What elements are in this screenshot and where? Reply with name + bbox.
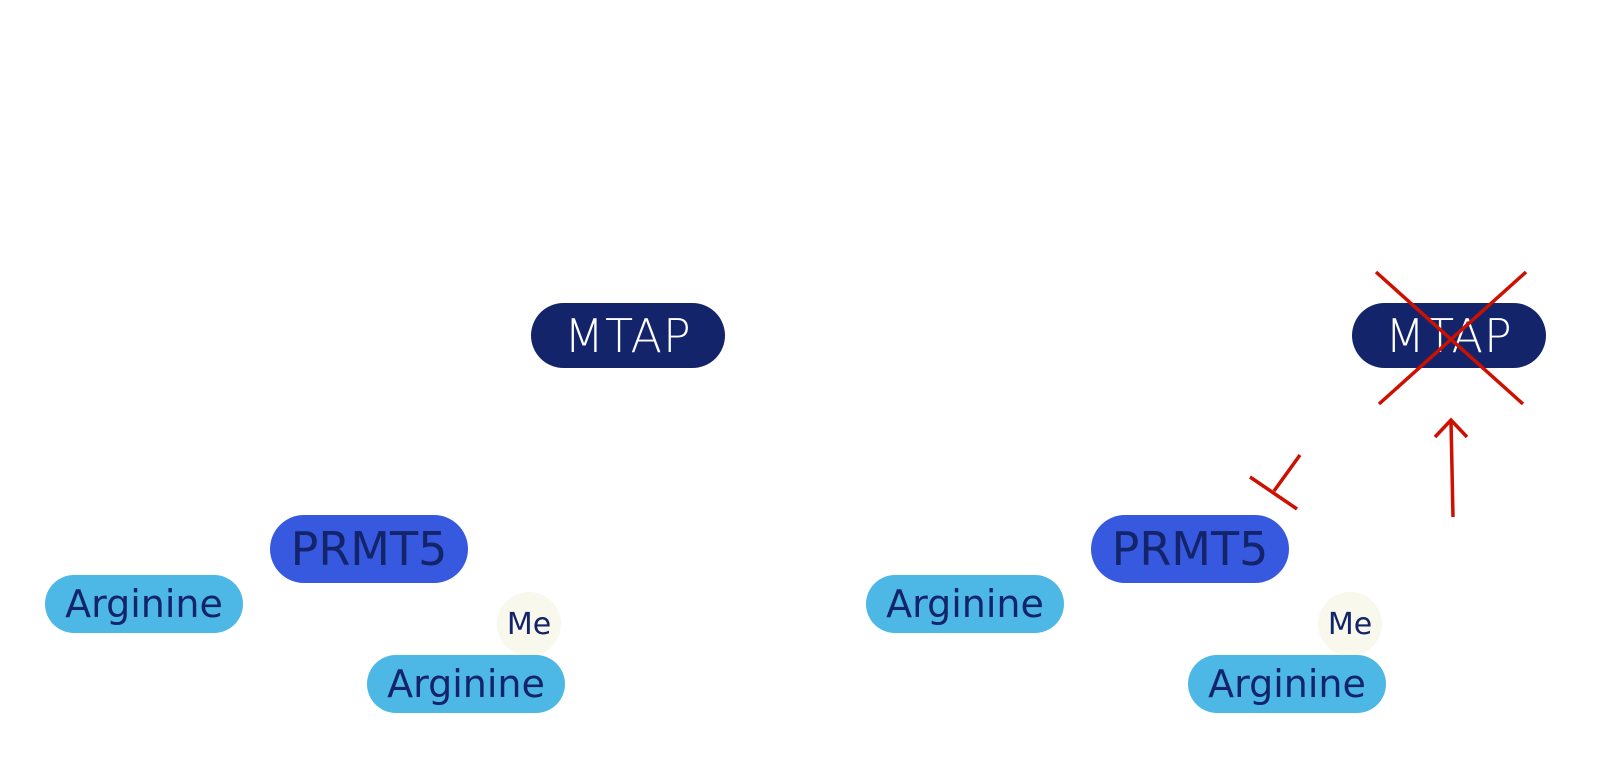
prmt5-label: PRMT5 bbox=[1111, 522, 1269, 576]
prmt5-node: PRMT5 bbox=[1091, 515, 1289, 583]
inhibition-bar bbox=[1249, 475, 1298, 511]
arginine-product-node: Arginine bbox=[1188, 655, 1386, 713]
mtap-label: MTAP bbox=[564, 308, 692, 363]
arginine-substrate-label: Arginine bbox=[886, 582, 1044, 626]
inhibition-bar-icon bbox=[1249, 453, 1302, 511]
methyl-label: Me bbox=[1327, 606, 1373, 642]
mtap-node: MTAP bbox=[531, 303, 725, 368]
arrow-shaft bbox=[1449, 420, 1455, 518]
inhibition-stem bbox=[1272, 453, 1302, 493]
prmt5-node: PRMT5 bbox=[270, 515, 468, 583]
methyl-group-node: Me bbox=[497, 592, 561, 656]
arginine-substrate-node: Arginine bbox=[45, 575, 243, 633]
arginine-substrate-label: Arginine bbox=[65, 582, 223, 626]
methyl-group-node: Me bbox=[1318, 592, 1382, 656]
arginine-product-label: Arginine bbox=[1208, 662, 1366, 706]
prmt5-label: PRMT5 bbox=[290, 522, 448, 576]
arginine-substrate-node: Arginine bbox=[866, 575, 1064, 633]
methyl-label: Me bbox=[506, 606, 552, 642]
arrow-head bbox=[1433, 417, 1469, 439]
up-arrow-icon bbox=[1433, 417, 1469, 518]
arginine-product-node: Arginine bbox=[367, 655, 565, 713]
mtap-label: MTAP bbox=[1385, 308, 1513, 363]
mtap-node-deleted: MTAP bbox=[1352, 303, 1546, 368]
arginine-product-label: Arginine bbox=[387, 662, 545, 706]
